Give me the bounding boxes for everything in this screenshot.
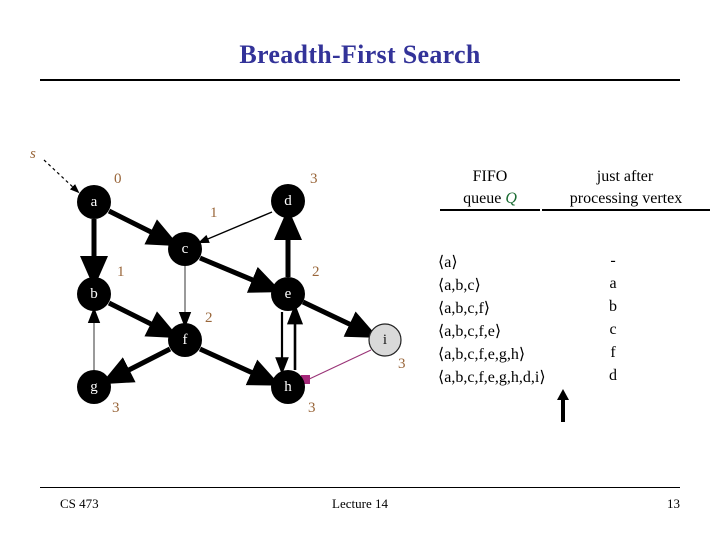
dist-label-e: 2 [312, 264, 320, 280]
footer-divider [40, 487, 680, 488]
node-f[interactable] [168, 323, 202, 357]
cell-queue: ⟨a,b,c,f,e⟩ [438, 323, 502, 340]
source-vertex-label: s [30, 146, 36, 162]
edge-h-i [301, 349, 372, 384]
node-b[interactable] [77, 277, 111, 311]
queue-symbol-icon: Q [505, 190, 517, 207]
dist-label-a: 0 [114, 171, 122, 187]
edge-f-h [198, 346, 281, 386]
table-body: ⟨a⟩ - ⟨a,b,c⟩ a ⟨a,b,c,f⟩ b ⟨a,b,c,f,e⟩ … [430, 252, 710, 390]
edge-b-f [107, 300, 180, 339]
table-row: ⟨a,b,c⟩ a [430, 275, 710, 298]
footer-page-number: 13 [667, 496, 680, 511]
up-arrow-icon [557, 389, 569, 422]
col-header-vertex-top: just after [596, 168, 654, 185]
page-title: Breadth-First Search [239, 40, 481, 69]
cell-vertex: d [609, 367, 617, 384]
node-h[interactable] [271, 370, 305, 404]
table-row: ⟨a,b,c,f,e,g,h⟩ f [430, 344, 710, 367]
node-e[interactable] [271, 277, 305, 311]
col-header-vertex-bottom: processing vertex [542, 190, 710, 211]
dist-label-f: 2 [205, 310, 213, 326]
dist-label-c: 1 [210, 205, 218, 221]
node-a[interactable] [77, 185, 111, 219]
edge-f-g [100, 346, 172, 385]
table-header: FIFO just after queue Q processing verte… [430, 168, 710, 211]
graph-svg [43, 159, 402, 404]
cell-queue: ⟨a,b,c,f⟩ [438, 300, 491, 317]
edge-c-e [199, 255, 282, 293]
cell-vertex: f [610, 344, 616, 361]
node-i[interactable] [368, 323, 402, 357]
cell-queue: ⟨a,b,c⟩ [438, 277, 481, 294]
col-header-queue-word: queue [463, 190, 502, 207]
dist-label-b: 1 [117, 264, 125, 280]
dist-label-d: 3 [310, 171, 318, 187]
edge-e-i [301, 299, 379, 338]
dist-label-h: 3 [308, 400, 316, 416]
edge-s-a [43, 159, 80, 194]
footer-lecture: Lecture 14 [332, 496, 388, 511]
node-g[interactable] [77, 370, 111, 404]
col-header-queue-top: FIFO [472, 168, 508, 185]
table-row: ⟨a,b,c,f,e⟩ c [430, 321, 710, 344]
table-row: ⟨a,b,c,f,e,g,h,d,i⟩ d [430, 367, 710, 390]
header-divider [40, 79, 680, 81]
cell-queue: ⟨a⟩ [438, 254, 458, 271]
dist-label-i: 3 [398, 356, 406, 372]
dist-label-g: 3 [112, 400, 120, 416]
cell-vertex: c [609, 321, 617, 338]
cell-queue: ⟨a,b,c,f,e,g,h⟩ [438, 346, 526, 363]
bfs-graph: a c d b e f i g h 0 1 3 1 2 2 3 3 3 s [30, 146, 406, 416]
edge-a-c [107, 208, 180, 247]
table-row: ⟨a,b,c,f⟩ b [430, 298, 710, 321]
footer-course: CS 473 [60, 496, 99, 511]
table-row: ⟨a⟩ - [430, 252, 710, 275]
edge-d-c [197, 211, 273, 244]
bfs-queue-table: FIFO just after queue Q processing verte… [430, 168, 710, 422]
cell-vertex: b [609, 298, 617, 315]
node-d[interactable] [271, 184, 305, 218]
cell-vertex: a [609, 275, 617, 292]
col-header-queue-bottom: queue Q [440, 190, 540, 211]
node-c[interactable] [168, 232, 202, 266]
cell-vertex: - [610, 252, 616, 269]
cell-queue: ⟨a,b,c,f,e,g,h,d,i⟩ [438, 369, 546, 386]
